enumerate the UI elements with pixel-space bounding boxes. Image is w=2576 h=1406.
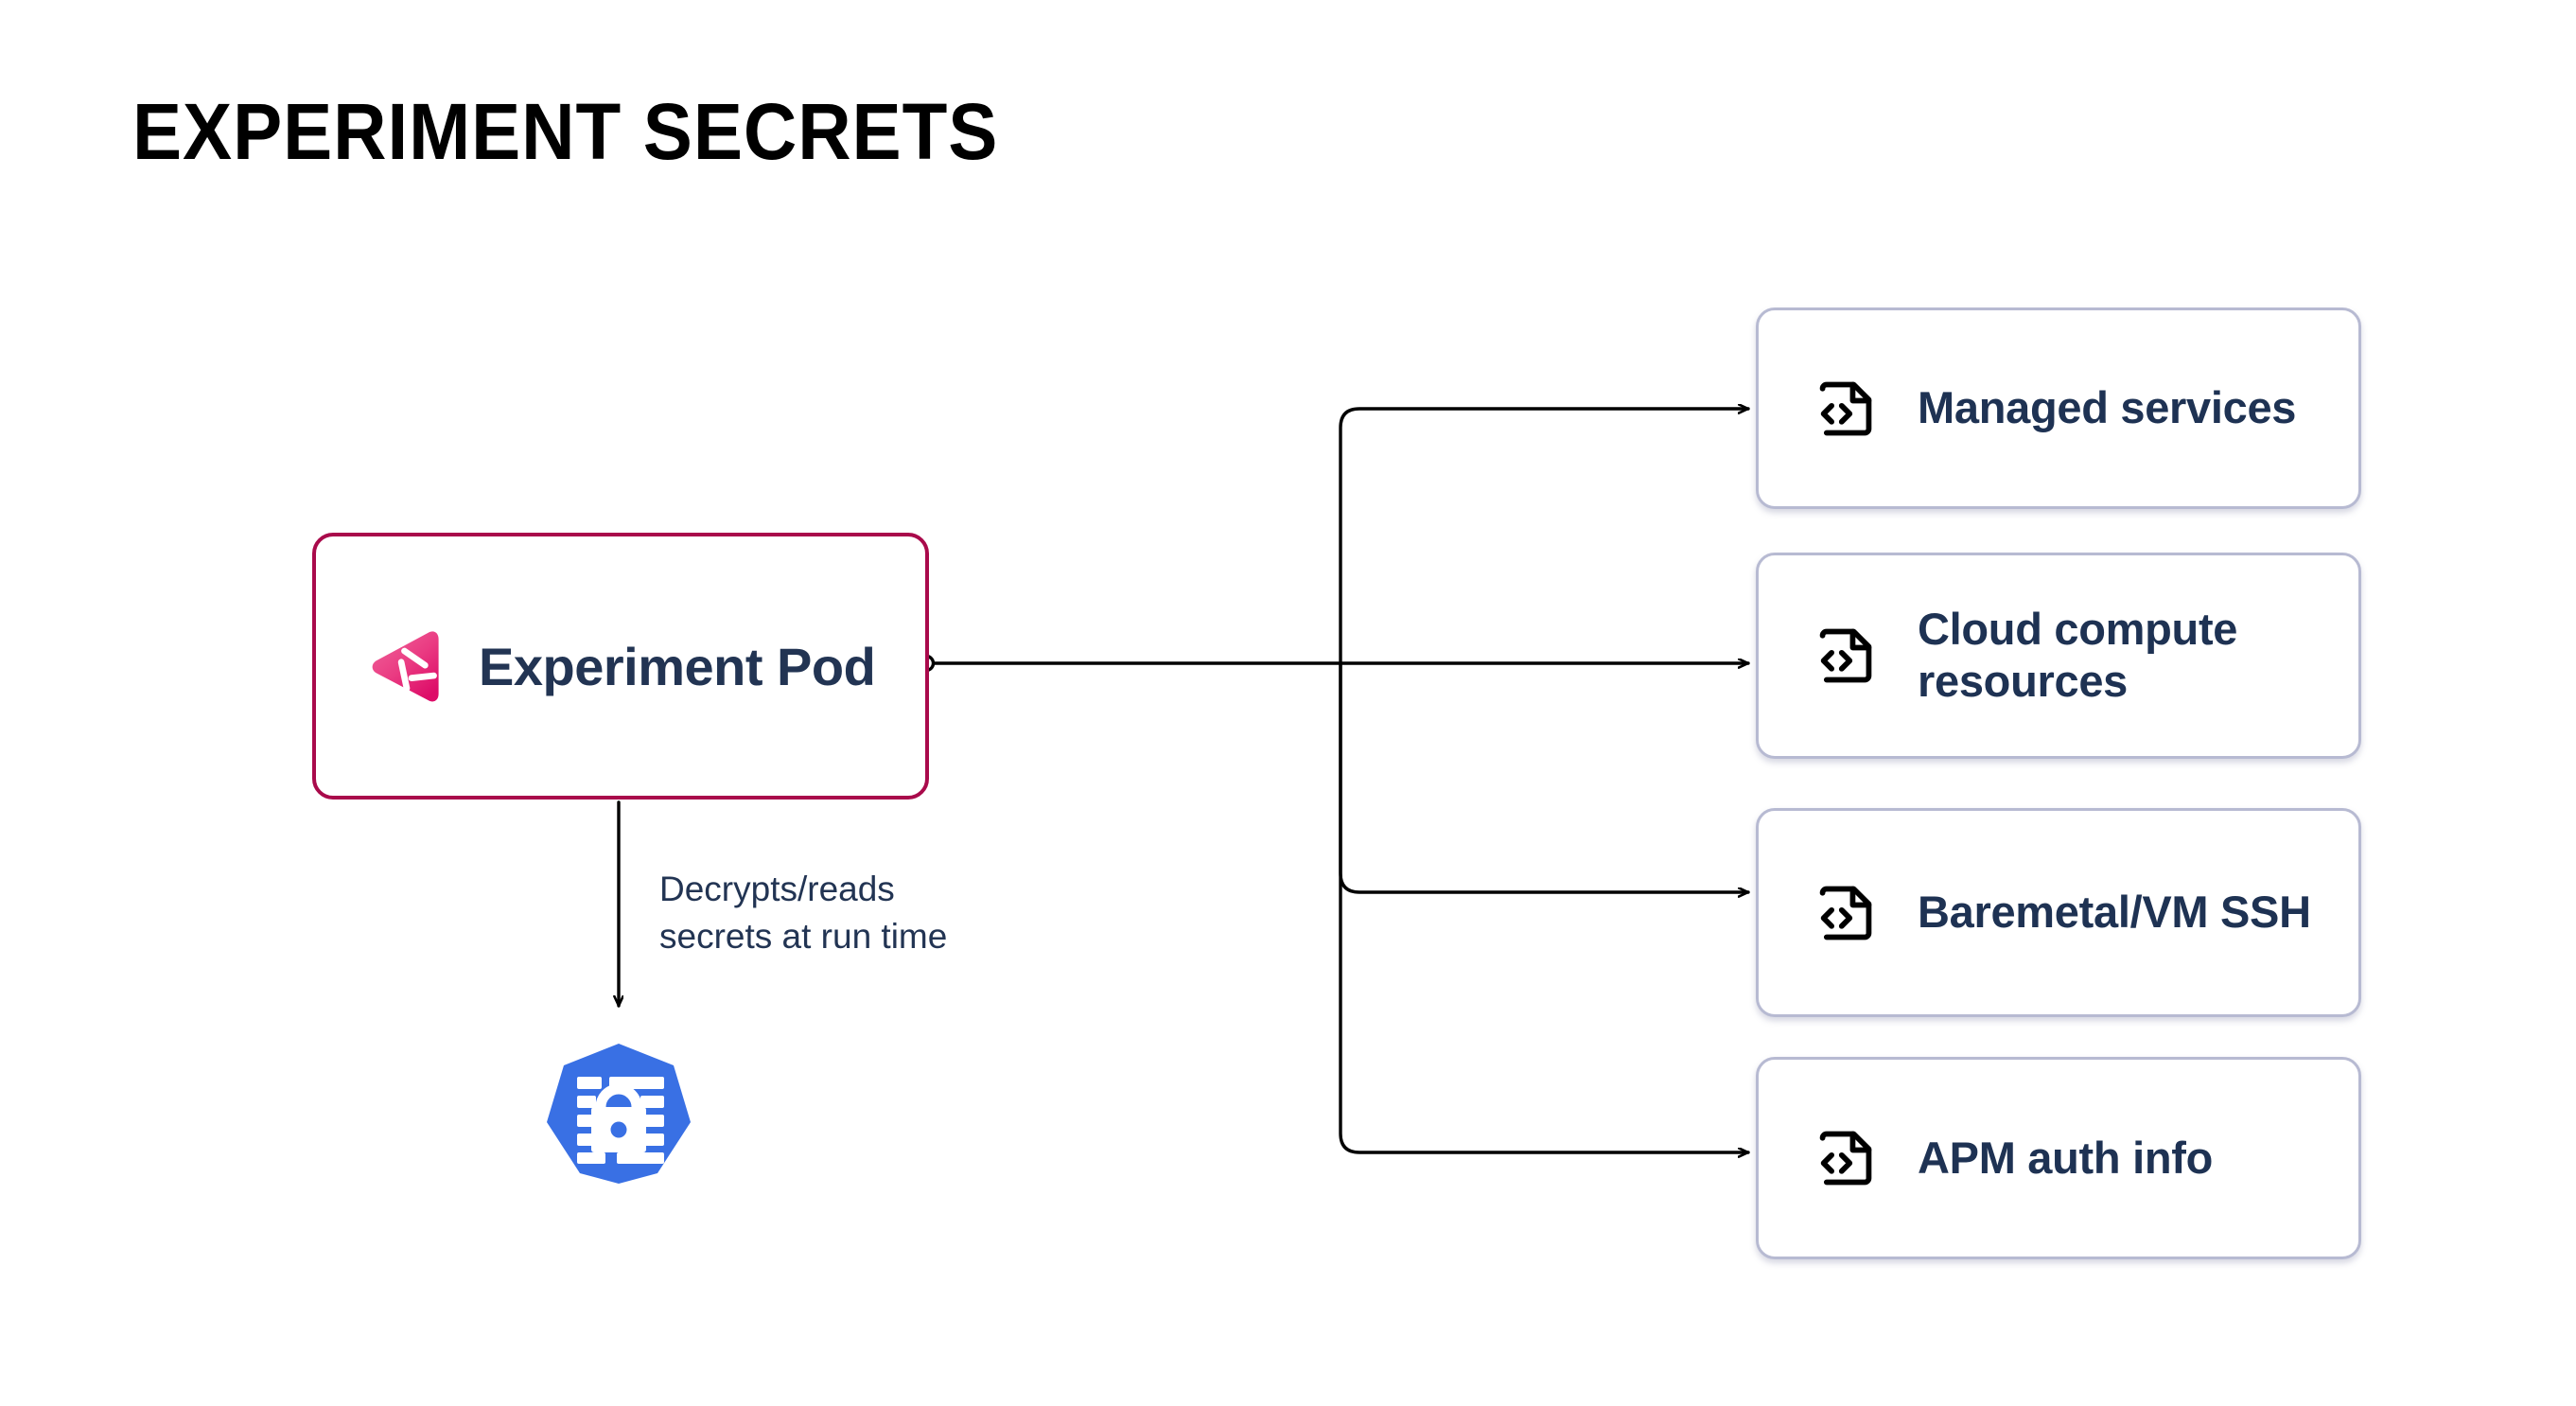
edge-trunk-to-apm-auth xyxy=(1339,661,1750,1152)
card-cloud-compute-resources[interactable]: Cloud compute resources xyxy=(1756,553,2361,759)
card-baremetal-vm-ssh[interactable]: Baremetal/VM SSH xyxy=(1756,808,2361,1017)
card-apm-auth-info-label: APM auth info xyxy=(1918,1132,2213,1183)
edge-trunk-to-baremetal-ssh xyxy=(1339,661,1750,892)
card-cloud-compute-resources-label: Cloud compute resources xyxy=(1918,604,2238,706)
card-managed-services-label: Managed services xyxy=(1918,382,2297,433)
code-file-icon xyxy=(1819,628,1872,683)
node-experiment-pod[interactable]: Experiment Pod xyxy=(312,533,929,800)
card-baremetal-vm-ssh-label: Baremetal/VM SSH xyxy=(1918,887,2311,938)
node-kubernetes-secret[interactable]: secret xyxy=(539,1041,698,1209)
edge-trunk-to-managed-services xyxy=(1339,409,1750,665)
kubernetes-secret-icon: secret xyxy=(547,1044,691,1209)
secret-label: secret xyxy=(583,1180,655,1209)
card-managed-services[interactable]: Managed services xyxy=(1756,308,2361,509)
page-title: EXPERIMENT SECRETS xyxy=(132,87,999,176)
gremlin-logo xyxy=(372,631,439,702)
card-apm-auth-info[interactable]: APM auth info xyxy=(1756,1057,2361,1259)
code-file-icon xyxy=(1819,886,1872,940)
edge-label-decrypts-reads-secrets: Decrypts/reads secrets at run time xyxy=(659,870,948,956)
code-file-icon xyxy=(1819,381,1872,435)
code-file-icon xyxy=(1819,1131,1872,1186)
node-experiment-pod-label: Experiment Pod xyxy=(479,636,876,696)
